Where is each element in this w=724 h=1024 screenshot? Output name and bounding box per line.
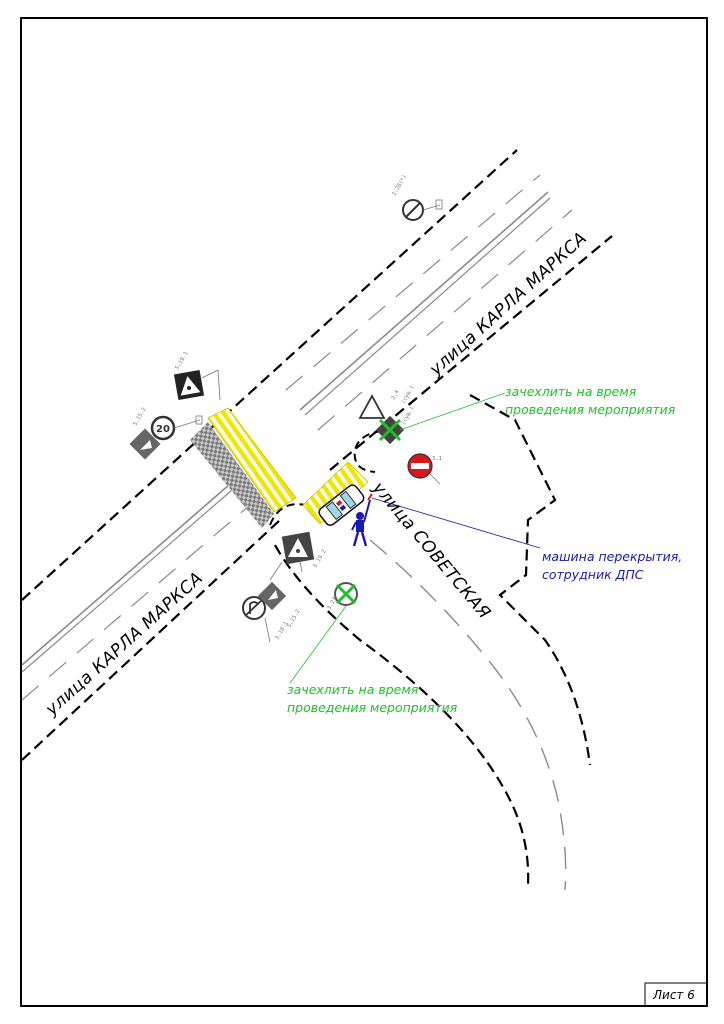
annotation-cover-bottom-line2: проведения мероприятия [287, 700, 458, 715]
speed-limit-sign: 20 [150, 415, 203, 441]
leader-cover-bottom [289, 605, 347, 684]
svg-text:1.28(*): 1.28(*) [392, 174, 409, 197]
svg-text:5.19.2: 5.19.2 [313, 549, 328, 569]
svg-text:5.15.2: 5.15.2 [133, 407, 148, 427]
annotation-cover-top-line2: проведения мероприятия [505, 402, 676, 417]
police-officer-icon [351, 493, 373, 547]
no-u-turn-sign-icon: 5.15.2 3.18.1 [242, 561, 302, 643]
sheet-frame [20, 17, 708, 1007]
street-label-sovetskaya: улица СОВЕТСКАЯ [368, 478, 495, 624]
street-label-karla-marksa-bottom: улица КАРЛА МАРКСА [41, 568, 207, 720]
crosswalk-karla-marksa [190, 407, 297, 528]
no-overtaking-sign: 1.28(*) [392, 174, 443, 221]
no-entry-sign-icon: 3.1 [407, 453, 442, 485]
police-car-icon [318, 484, 365, 526]
svg-text:20: 20 [156, 424, 170, 435]
annotation-cover-top-line1: зачехлить на время [505, 384, 637, 399]
sovetskaya-road [269, 394, 592, 891]
pedestrian-crossing-sign-bottom: 5.19.2 [281, 531, 328, 573]
leader-cover-top [399, 392, 506, 431]
svg-text:3.18.1: 3.18.1 [275, 621, 290, 641]
svg-text:3.27: 3.27 [327, 597, 339, 611]
svg-text:5.19.1: 5.19.1 [175, 351, 190, 371]
sheet-label: Лист 6 [652, 988, 695, 1002]
annotation-blocking-car-line2: сотрудник ДПС [542, 567, 644, 582]
street-label-karla-marksa-top: улица КАРЛА МАРКСА [425, 228, 591, 380]
pedestrian-crossing-sign-left: 5.19.1 [173, 351, 221, 401]
karla-marksa-road [21, 149, 613, 761]
no-entry-sign-code: 3.1 [432, 456, 442, 462]
crosswalk-sovetskaya [302, 461, 369, 525]
leader-blocking-car [371, 497, 541, 549]
svg-text:5.15.2: 5.15.2 [287, 609, 302, 629]
covered-sign-bottom: 3.27 [327, 582, 358, 611]
svg-text:2.4: 2.4 [391, 389, 402, 401]
annotation-cover-bottom-line1: зачехлить на время [287, 682, 419, 697]
annotation-blocking-car-line1: машина перекрытия, [542, 549, 682, 564]
